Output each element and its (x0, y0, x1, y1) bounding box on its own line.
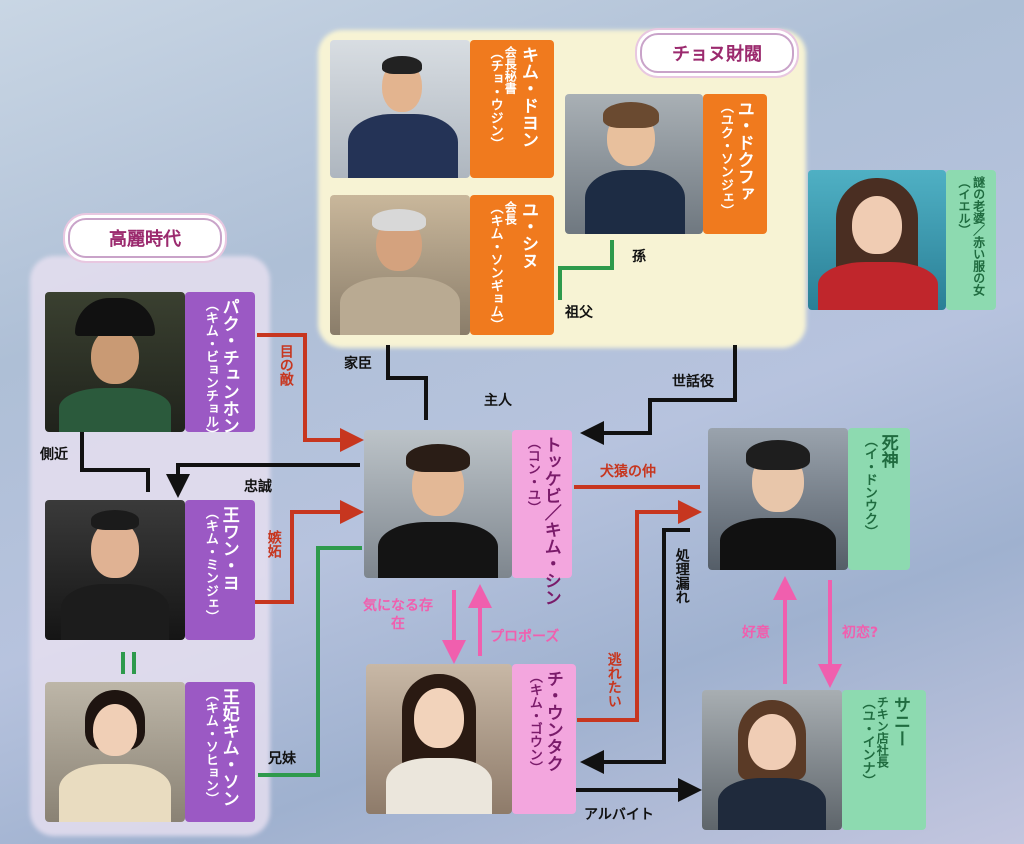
chusei-line (166, 463, 360, 498)
park-tag: パク・チュンホン （キム・ビョンチョル） (185, 292, 255, 441)
sokkin-line (80, 432, 150, 492)
sunny-tag: サニー チキン店社長 （ユ・インナ） (842, 690, 926, 830)
group-badge-goryeo: 高麗時代 (68, 218, 222, 258)
label-kashin: 家臣 (344, 356, 372, 372)
label-kinaru: 気になる存在 (363, 598, 433, 632)
sunny-actor: （ユ・インナ） (859, 696, 875, 787)
euntak-photo (366, 664, 512, 814)
shitto-line (255, 500, 364, 604)
sunny-role: チキン店社長 (875, 696, 890, 768)
mystery-photo (808, 170, 946, 310)
reaper-name: 死神 (877, 434, 898, 468)
sewayaku-line (580, 345, 737, 445)
label-propose: プロポーズ (490, 629, 560, 645)
label-nigetai: 逃れたい (605, 652, 622, 708)
mystery-actor: （イエル） (957, 176, 971, 236)
yoo-dokhwa-name: ユ・ドクファ (733, 100, 754, 202)
sunny-name: サニー (890, 696, 911, 747)
euntak-name: チ・ウンタク (542, 670, 563, 772)
label-kyodai: 兄妹 (268, 751, 296, 767)
queen-name: 王妃キム・ソン (218, 688, 239, 807)
me-no-teki-line (257, 333, 364, 452)
yoo-shinu-role: 会長 (503, 201, 518, 225)
goblin-actor: （コン・ユ） (524, 436, 540, 514)
euntak-actor: （キム・ゴウン） (526, 670, 542, 774)
label-shitto: 嫉妬 (265, 530, 282, 558)
kim-dohon-name: キム・ドヨン (518, 46, 539, 148)
kim-dohon-tag: キム・ドヨン 会長秘書 （チョ・ウジン） (470, 40, 554, 178)
goblin-photo (364, 430, 512, 578)
label-sofu: 祖父 (565, 305, 593, 321)
nigetai-line (577, 500, 702, 722)
label-shori-more: 処理漏れ (673, 548, 690, 604)
park-name: パク・チュンホン (218, 298, 239, 434)
label-hatsukoi: 初恋? (842, 625, 879, 641)
yoo-dokhwa-tag: ユ・ドクファ （ユク・ソンジェ） (703, 94, 767, 234)
yoo-shinu-tag: ユ・シヌ 会長 （キム・ソンギョム） (470, 195, 554, 335)
label-chusei: 忠誠 (244, 479, 272, 495)
yoo-shinu-photo (330, 195, 470, 335)
yoo-shinu-actor: （キム・ソンギョム） (487, 201, 503, 331)
yoo-shinu-name: ユ・シヌ (518, 201, 539, 269)
king-photo (45, 500, 185, 640)
mago-line (558, 240, 614, 300)
kim-dohon-role: 会長秘書 (503, 46, 518, 94)
reaper-actor: （イ・ドンウク） (861, 434, 877, 538)
kyodai-line (258, 546, 362, 777)
goblin-tag: トッケビ／キム・シン （コン・ユ） (512, 430, 572, 606)
mystery-name: 謎の老婆／赤い服の女 (971, 176, 986, 296)
label-sewayaku: 世話役 (672, 374, 714, 390)
reaper-photo (708, 428, 848, 570)
euntak-tag: チ・ウンタク （キム・ゴウン） (512, 664, 576, 814)
reaper-tag: 死神 （イ・ドンウク） (848, 428, 910, 570)
king-name: 王ワン・ヨ (218, 506, 239, 591)
sunny-photo (702, 690, 842, 830)
park-actor: （キム・ビョンチョル） (202, 298, 218, 441)
label-sokkin: 側近 (40, 447, 68, 463)
goblin-name: トッケビ／キム・シン (540, 436, 561, 606)
kim-dohon-actor: （チョ・ウジン） (487, 46, 503, 150)
label-kenen: 犬猿の仲 (600, 464, 656, 480)
mystery-tag: 謎の老婆／赤い服の女 （イエル） (946, 170, 996, 310)
shori-more-line (580, 528, 690, 774)
label-mago: 孫 (632, 249, 646, 265)
label-koi: 好意 (742, 625, 770, 641)
park-photo (45, 292, 185, 432)
kashin-line (386, 345, 428, 420)
queen-photo (45, 682, 185, 822)
queen-actor: （キム・ソヒョン） (202, 688, 218, 805)
label-me-no-teki: 目の敵 (277, 344, 294, 386)
label-arubaito: アルバイト (584, 807, 654, 823)
yoo-dokhwa-photo (565, 94, 703, 234)
queen-tag: 王妃キム・ソン （キム・ソヒョン） (185, 682, 255, 822)
group-badge-chaebol: チョヌ財閥 (640, 33, 794, 73)
king-tag: 王ワン・ヨ （キム・ミンジェ） (185, 500, 255, 640)
kim-dohon-photo (330, 40, 470, 178)
label-shujin: 主人 (484, 393, 512, 409)
yoo-dokhwa-actor: （ユク・ソンジェ） (717, 100, 733, 217)
king-actor: （キム・ミンジェ） (202, 506, 218, 623)
